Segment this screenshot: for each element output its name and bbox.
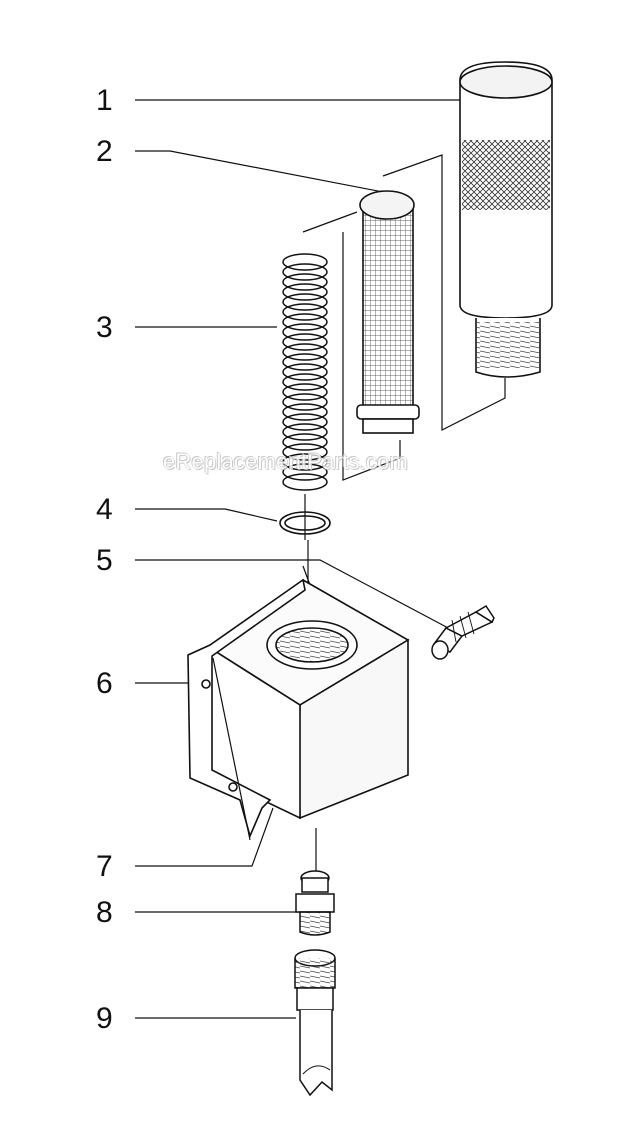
callout-6: 6 [96,667,113,700]
callout-4: 4 [96,493,113,526]
callout-7: 7 [96,850,113,883]
mounting-bracket [187,578,306,841]
leader-line-4 [135,508,278,522]
spring [282,253,328,491]
corner-line [302,565,311,586]
nipple-fitting [431,604,495,660]
adapter-fitting [295,870,335,936]
callout-9: 9 [96,1002,113,1035]
leader-line-5 [135,559,453,631]
leader-line-7 [135,807,274,867]
callout-5: 5 [96,544,113,577]
callout-1: 1 [96,84,113,117]
hose-fitting [294,949,336,1097]
manifold-housing [208,579,410,820]
leader-lines [135,99,462,1019]
callout-8: 8 [96,896,113,929]
watermark-text: eReplacementParts.com [163,449,409,474]
bracket-spring-to-screen [302,211,401,481]
filter-screen [356,190,420,434]
filter-bowl [459,61,553,378]
leader-line-2 [135,150,384,193]
bracket-screen-to-bowl [382,154,506,431]
o-ring [279,511,331,535]
callout-3: 3 [96,311,113,344]
callout-2: 2 [96,135,113,168]
